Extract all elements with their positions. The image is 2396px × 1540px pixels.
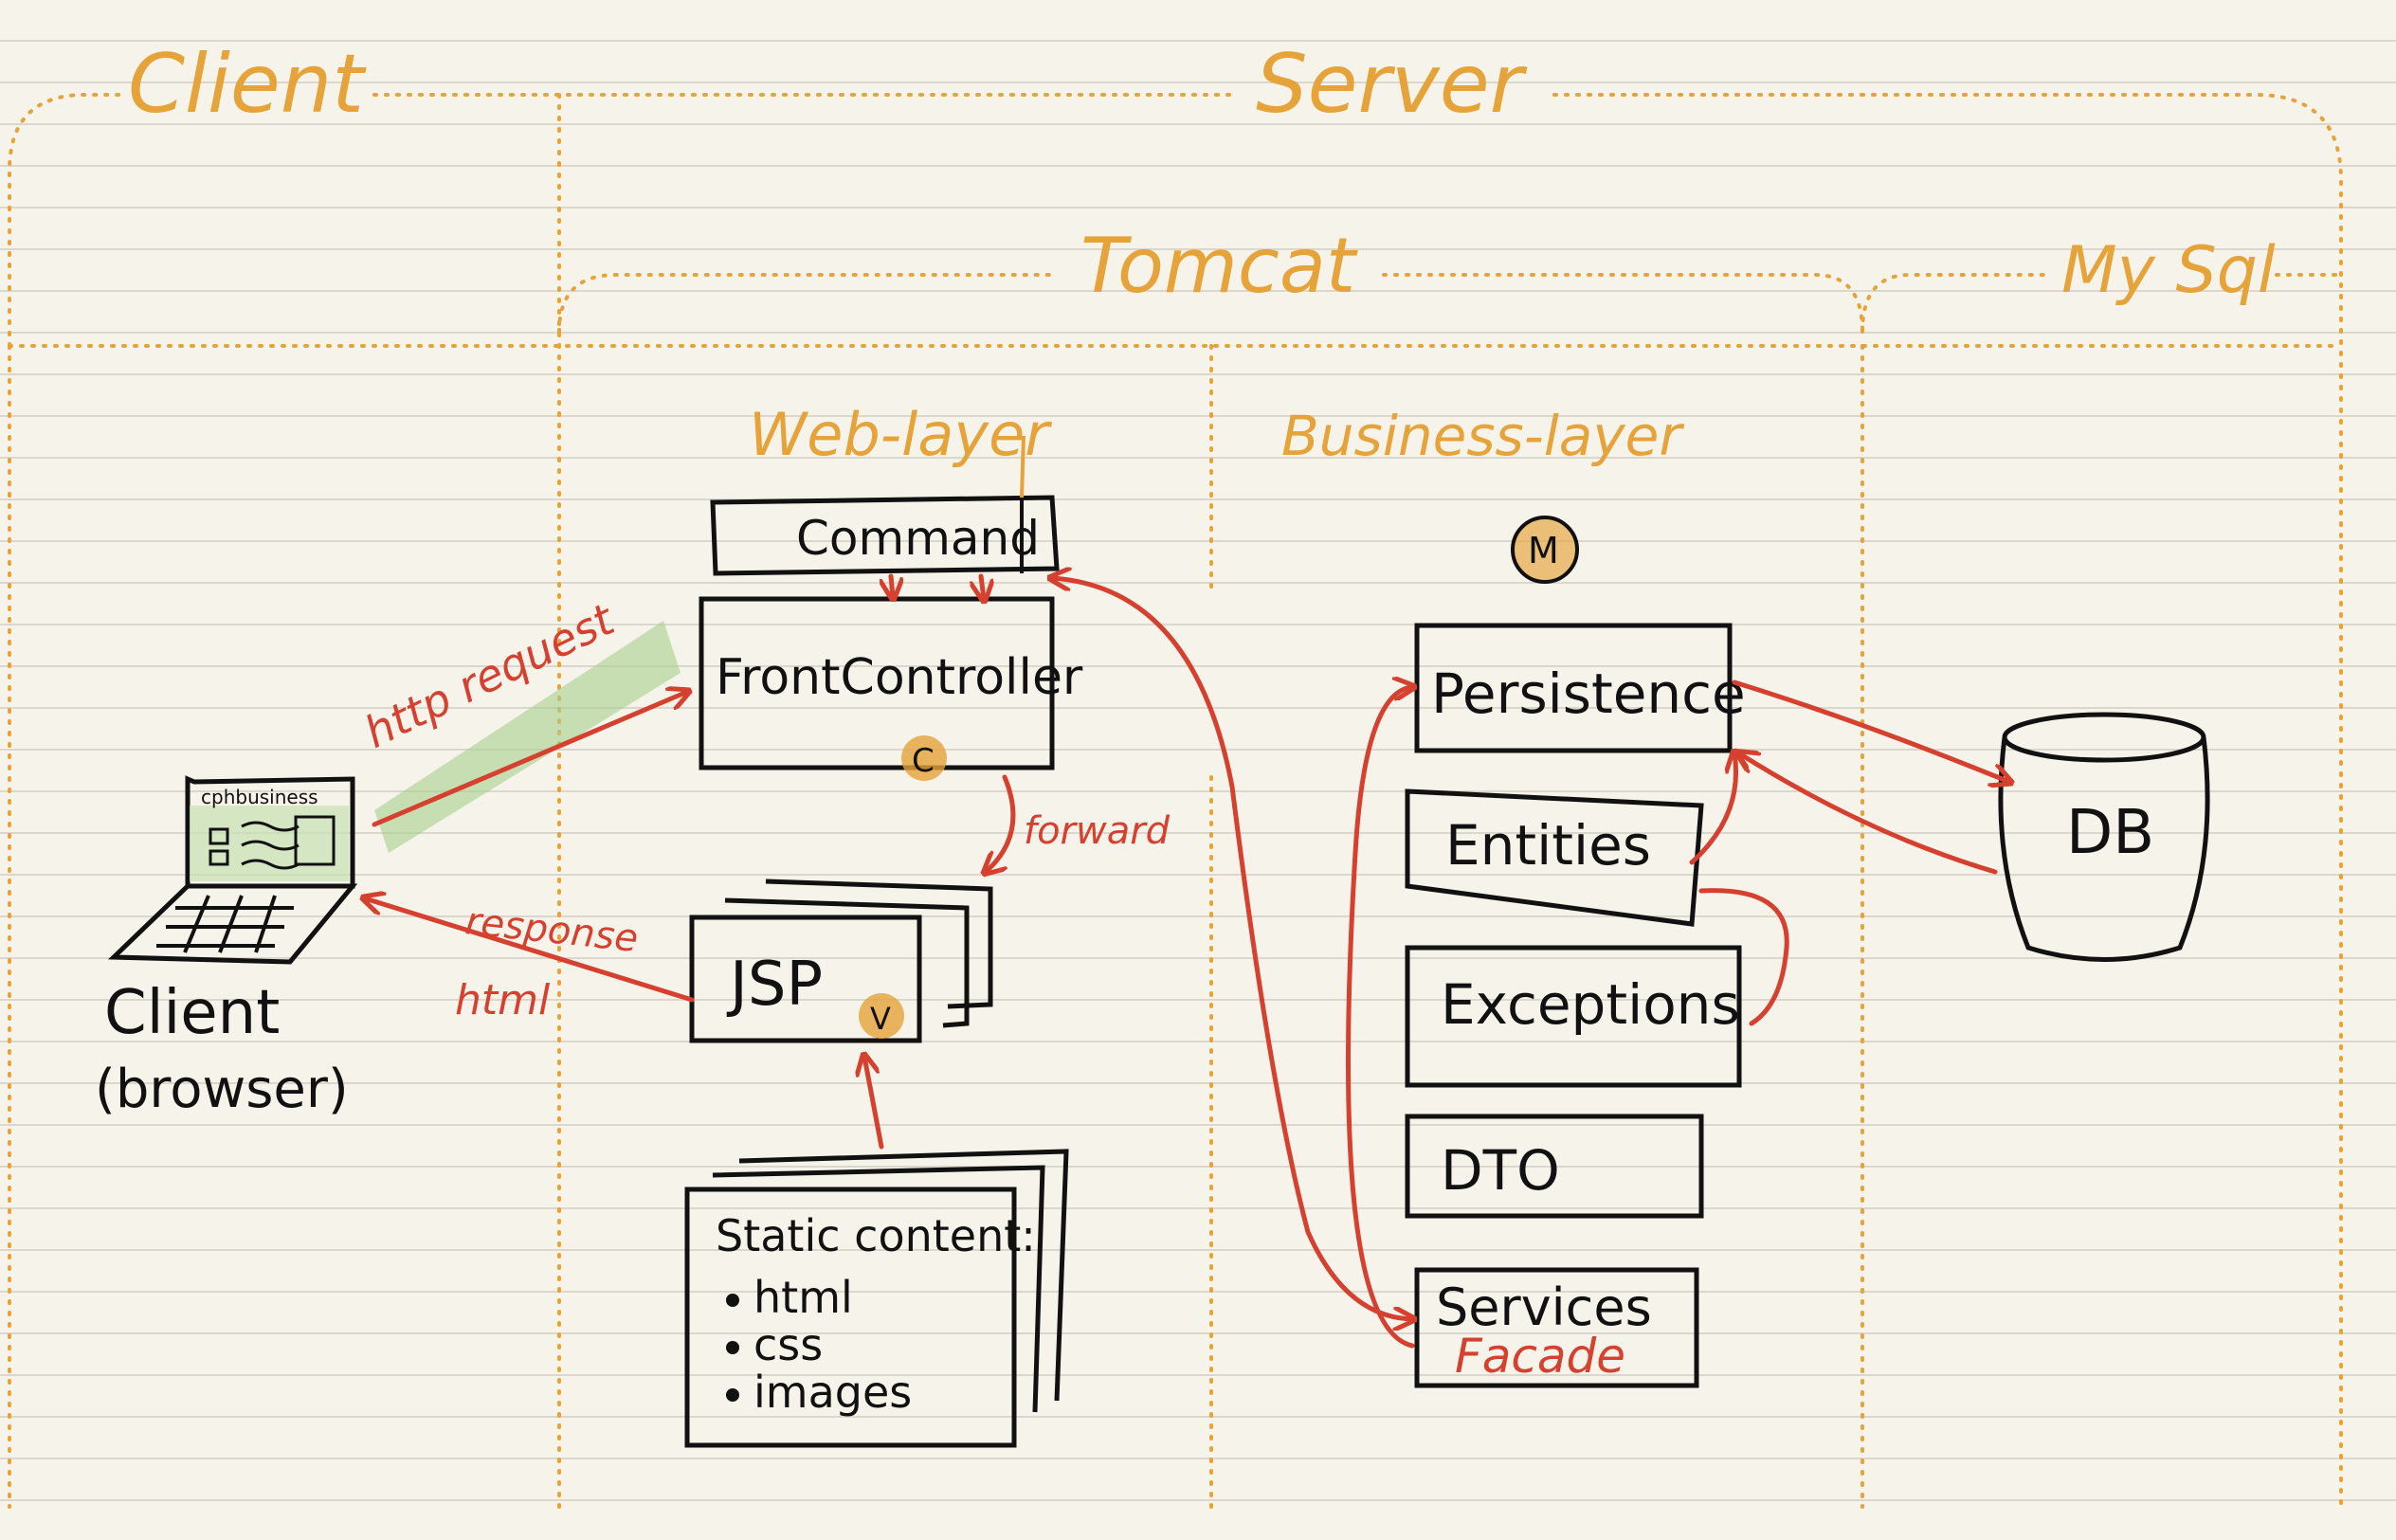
static-item: html — [753, 1272, 853, 1323]
controller-to-command-arrow — [981, 573, 984, 599]
static-item: css — [753, 1319, 823, 1370]
services-label: Services — [1436, 1277, 1652, 1337]
response-label: response — [463, 899, 640, 961]
front-controller-label: FrontController — [716, 649, 1083, 706]
laptop-screen-text: cphbusiness — [201, 786, 318, 808]
command-services-arrow — [1052, 578, 1412, 1319]
layer-label-business: Business-layer — [1281, 404, 1684, 468]
region-label-tomcat: Tomcat — [1080, 222, 1358, 310]
bullet-icon — [726, 1388, 739, 1402]
command-to-controller-arrow — [891, 573, 893, 597]
view-badge-circle — [859, 993, 904, 1039]
region-label-server: Server — [1256, 37, 1528, 132]
client-label: Client — [104, 978, 280, 1048]
model-badge: M — [1528, 530, 1559, 571]
jsp-label: JSP — [726, 950, 823, 1020]
html-label: html — [455, 976, 551, 1024]
model-badge-ring — [1511, 516, 1579, 584]
persistence-label: Persistence — [1431, 661, 1746, 726]
entities-label: Entities — [1445, 813, 1651, 878]
http-request-arrow — [372, 692, 687, 827]
view-badge: V — [870, 1001, 891, 1037]
static-content-title: Static content: — [716, 1210, 1036, 1261]
controller-badge-circle — [901, 735, 947, 781]
command-label: Command — [796, 511, 1040, 566]
jsp-stack — [689, 879, 993, 1043]
persistence-to-db-arrow — [1732, 679, 2009, 782]
controller-badge: C — [912, 742, 935, 780]
bullet-icon — [726, 1341, 739, 1354]
layer-label-web: Web-layer — [749, 400, 1052, 469]
static-item: images — [753, 1367, 912, 1418]
db-label: DB — [2066, 798, 2154, 868]
http-request-highlight — [374, 621, 681, 853]
dto-label: DTO — [1441, 1138, 1560, 1203]
response-arrow — [365, 898, 695, 1003]
region-label-client: Client — [128, 37, 367, 132]
client-sublabel: (browser) — [95, 1059, 349, 1120]
db-to-persistence-arrow — [1739, 753, 1998, 875]
exceptions-label: Exceptions — [1441, 972, 1740, 1037]
exceptions-link-arrow — [1698, 888, 1789, 1026]
database-icon — [1998, 712, 2210, 962]
model-badge-circle — [1513, 517, 1577, 582]
laptop-icon — [107, 775, 358, 965]
bullet-icon — [726, 1294, 739, 1307]
region-label-mysql: My Sql — [2061, 233, 2276, 308]
forward-label: forward — [1024, 809, 1171, 853]
services-to-persistence-arrow — [1346, 687, 1413, 1349]
facade-label: Facade — [1455, 1329, 1625, 1384]
forward-arrow — [986, 774, 1016, 872]
static-to-jsp-arrow — [864, 1057, 884, 1150]
